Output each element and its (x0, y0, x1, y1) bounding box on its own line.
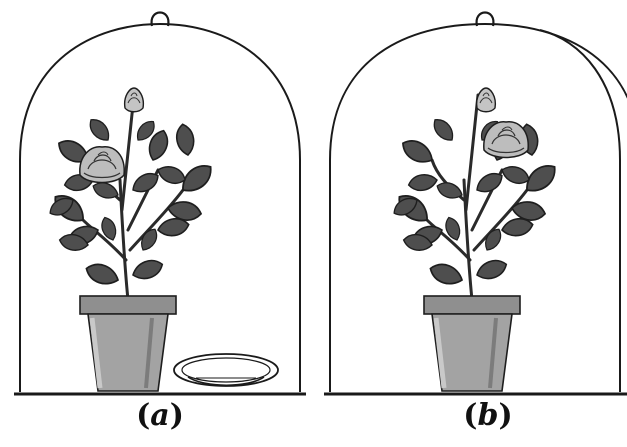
water-dish-icon (173, 353, 279, 387)
caption-b-letter: b (477, 398, 499, 433)
bell-jar-icon (14, 11, 306, 396)
caption-a-close: ) (169, 398, 184, 433)
bell-jar-icon (324, 11, 627, 396)
caption-a: (a) (120, 398, 200, 433)
caption-a-open: ( (136, 398, 151, 433)
caption-b-open: ( (463, 398, 478, 433)
panel-b (324, 11, 627, 396)
caption-a-letter: a (150, 398, 170, 433)
panel-a (14, 11, 306, 396)
caption-b-close: ) (498, 398, 513, 433)
caption-b: (b) (448, 398, 528, 433)
